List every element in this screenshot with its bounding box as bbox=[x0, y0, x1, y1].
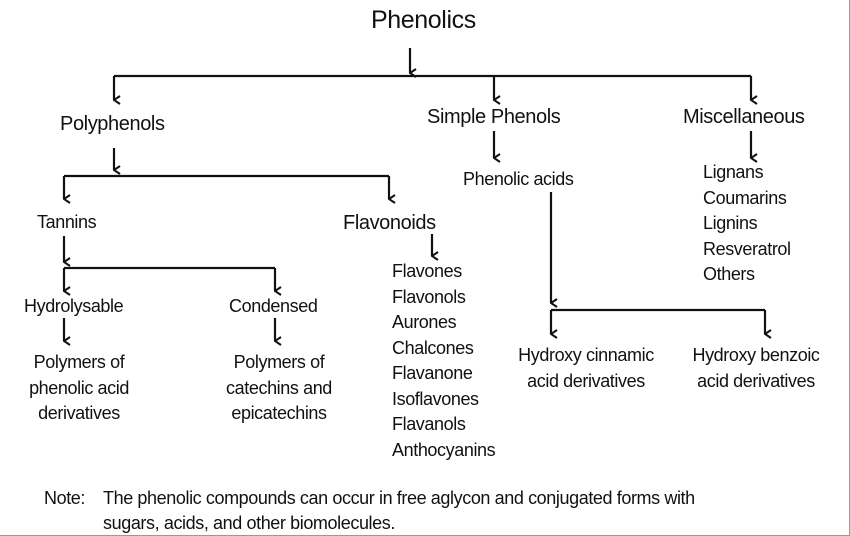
condensed-description: Polymers of catechins and epicatechins bbox=[214, 350, 344, 427]
cinnamic-line: Hydroxy cinnamic bbox=[518, 345, 654, 365]
misc-item: Resveratrol bbox=[703, 238, 791, 259]
benzoic-line: Hydroxy benzoic bbox=[692, 345, 820, 365]
flavonoid-item: Flavanols bbox=[392, 414, 466, 434]
flavonoid-item: Aurones bbox=[392, 312, 457, 332]
hydrolysable-description: Polymers of phenolic acid derivatives bbox=[14, 350, 144, 427]
flavonoids-list: Flavones Flavonols Aurones Chalcones Fla… bbox=[392, 259, 496, 463]
condensed-desc-line: Polymers of bbox=[233, 352, 325, 372]
root-label: Phenolics bbox=[371, 6, 476, 34]
condensed-desc-line: catechins and bbox=[226, 377, 332, 398]
hydrolysable-desc-line: derivatives bbox=[38, 403, 120, 423]
note-line-2: sugars, acids, and other biomolecules. bbox=[103, 513, 395, 533]
tannins-label: Tannins bbox=[37, 212, 97, 232]
benzoic-acid-derivatives: Hydroxy benzoic acid derivatives bbox=[680, 343, 832, 394]
note-line-1: The phenolic compounds can occur in free… bbox=[103, 488, 695, 508]
note-prefix: Note: bbox=[44, 488, 86, 508]
flavonoid-item: Chalcones bbox=[392, 337, 474, 358]
flavonoid-item: Flavones bbox=[392, 261, 462, 281]
benzoic-line: acid derivatives bbox=[697, 370, 815, 391]
simple-phenols-label: Simple Phenols bbox=[427, 106, 561, 128]
misc-item: Coumarins bbox=[703, 187, 787, 208]
cinnamic-acid-derivatives: Hydroxy cinnamic acid derivatives bbox=[502, 343, 670, 394]
hydrolysable-label: Hydrolysable bbox=[24, 296, 124, 316]
phenolic-acids-label: Phenolic acids bbox=[463, 169, 574, 189]
flavonoid-item: Anthocyanins bbox=[392, 439, 496, 460]
condensed-desc-line: epicatechins bbox=[231, 403, 327, 423]
hydrolysable-desc-line: Polymers of bbox=[33, 352, 125, 372]
polyphenols-label: Polyphenols bbox=[60, 113, 165, 135]
flavonoid-item: Flavonols bbox=[392, 286, 466, 307]
flavonoid-item: Flavanone bbox=[392, 363, 473, 383]
flavonoid-item: Isoflavones bbox=[392, 388, 479, 409]
hydrolysable-desc-line: phenolic acid bbox=[29, 377, 129, 398]
flavonoids-label: Flavonoids bbox=[343, 212, 436, 234]
cinnamic-line: acid derivatives bbox=[527, 370, 645, 391]
misc-item: Lignans bbox=[703, 162, 764, 182]
miscellaneous-list: Lignans Coumarins Lignins Resveratrol Ot… bbox=[703, 160, 791, 288]
misc-item: Others bbox=[703, 264, 755, 284]
condensed-label: Condensed bbox=[229, 296, 318, 316]
misc-item: Lignins bbox=[703, 213, 758, 233]
miscellaneous-label: Miscellaneous bbox=[683, 106, 805, 128]
